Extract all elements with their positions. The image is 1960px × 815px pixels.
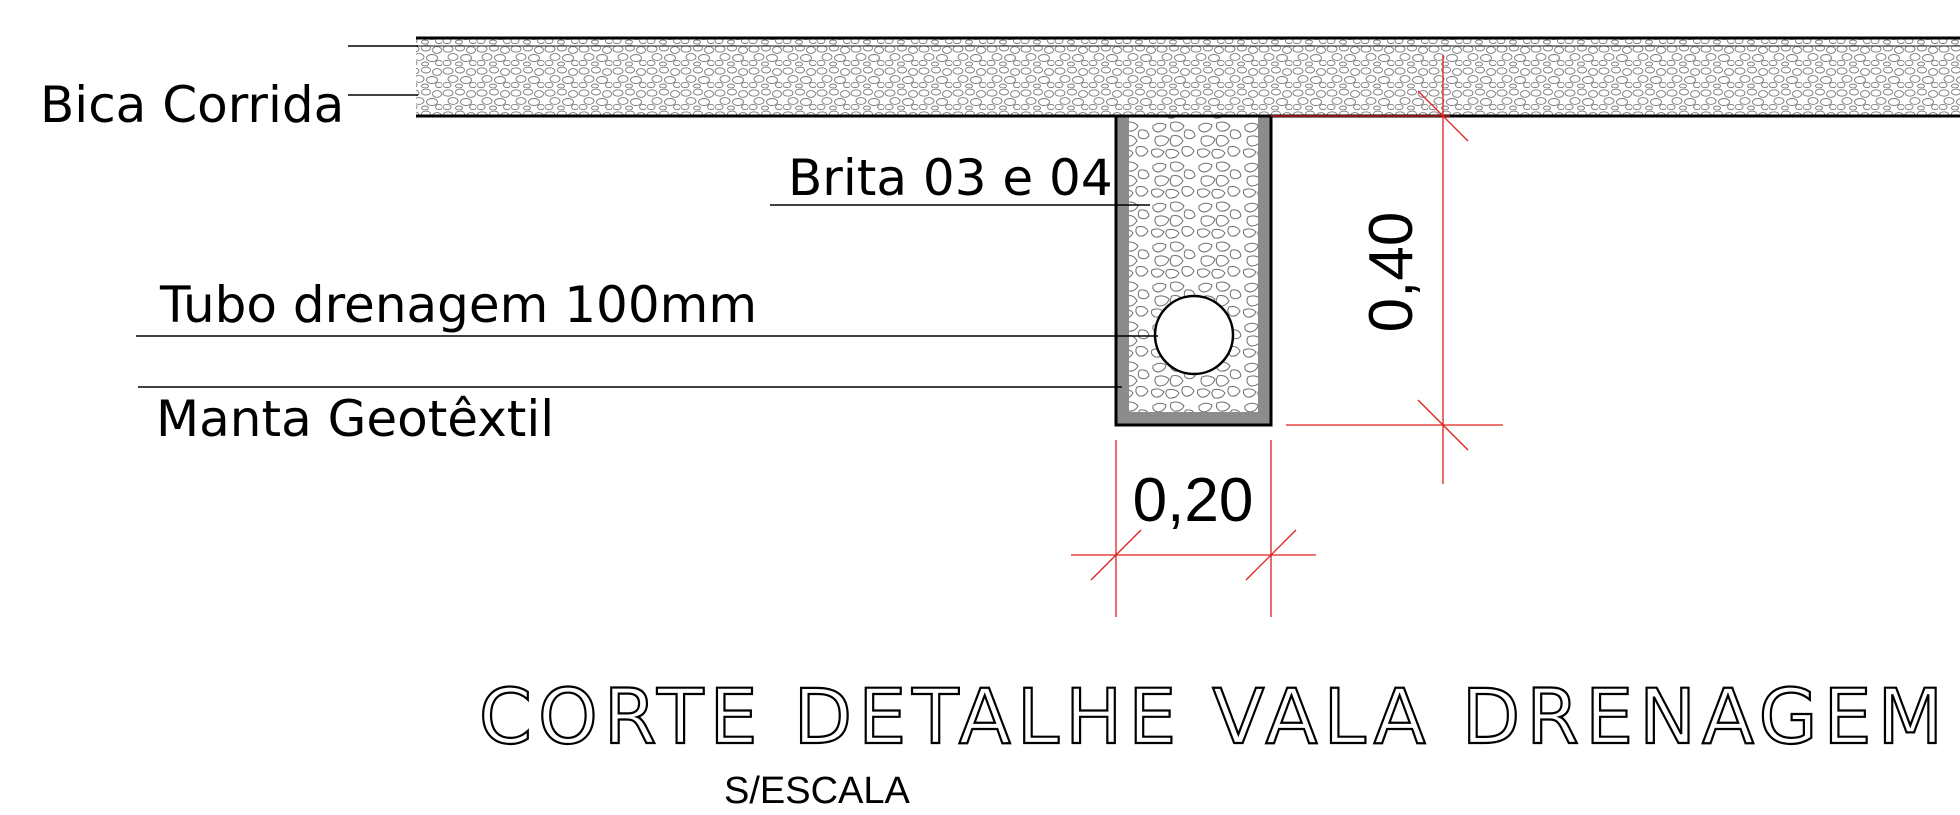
label-manta: Manta Geotêxtil: [156, 390, 554, 448]
label-brita: Brita 03 e 04: [788, 149, 1113, 207]
dim-depth-value: 0,40: [1357, 212, 1426, 333]
dim-width-tick-right: [1245, 529, 1297, 581]
drawing-scale-note: S/ESCALA: [724, 770, 911, 812]
drain-pipe: [1153, 294, 1235, 376]
drawing-title: CORTE DETALHE VALA DRENAGEM: [479, 672, 1949, 761]
leader-lines: [136, 45, 1158, 388]
drainage-trench: [1114, 114, 1273, 427]
dim-depth-tick-top: [1417, 90, 1469, 142]
label-bica-corrida: Bica Corrida: [40, 76, 344, 134]
callout-labels: Bica Corrida Brita 03 e 04 Tubo drenagem…: [40, 76, 1113, 448]
dimension-lines: [1071, 55, 1503, 617]
dim-width-value: 0,20: [1133, 466, 1254, 535]
dim-depth-tick-bottom: [1417, 399, 1469, 451]
bica-corrida-layer: [416, 36, 1960, 118]
dim-width-tick-left: [1090, 529, 1142, 581]
label-tubo: Tubo drenagem 100mm: [159, 276, 757, 334]
